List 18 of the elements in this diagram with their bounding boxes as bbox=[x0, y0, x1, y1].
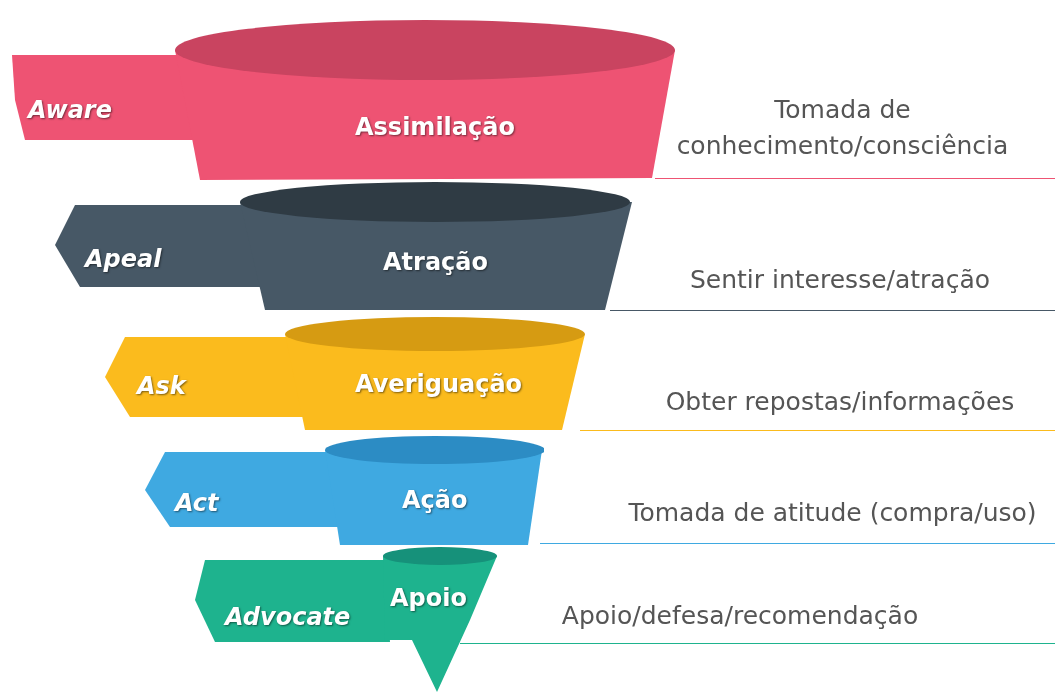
stage-label: Atração bbox=[383, 248, 488, 276]
stage-description: Sentir interesse/atração bbox=[688, 264, 992, 296]
stage-tag: Apeal bbox=[85, 245, 162, 273]
stage-tag: Aware bbox=[28, 96, 112, 124]
stage-tag: Ask bbox=[137, 372, 186, 400]
funnel-stage bbox=[52, 182, 634, 312]
funnel-stage bbox=[142, 435, 544, 547]
stage-label: Assimilação bbox=[355, 113, 515, 141]
funnel-stage bbox=[192, 545, 497, 693]
stage-description: Tomada de conhecimento/consciência bbox=[675, 94, 1010, 162]
stage-description: Tomada de atitude (compra/uso) bbox=[627, 497, 1038, 529]
stage-label: Apoio bbox=[390, 584, 467, 612]
stage-label: Ação bbox=[402, 486, 468, 514]
stage-label: Averiguação bbox=[355, 370, 523, 398]
stage-description: Apoio/defesa/recomendação bbox=[560, 600, 920, 632]
stage-description: Obter repostas/informações bbox=[664, 386, 1016, 418]
funnel-stage bbox=[102, 315, 587, 430]
stage-tag: Act bbox=[175, 489, 219, 517]
